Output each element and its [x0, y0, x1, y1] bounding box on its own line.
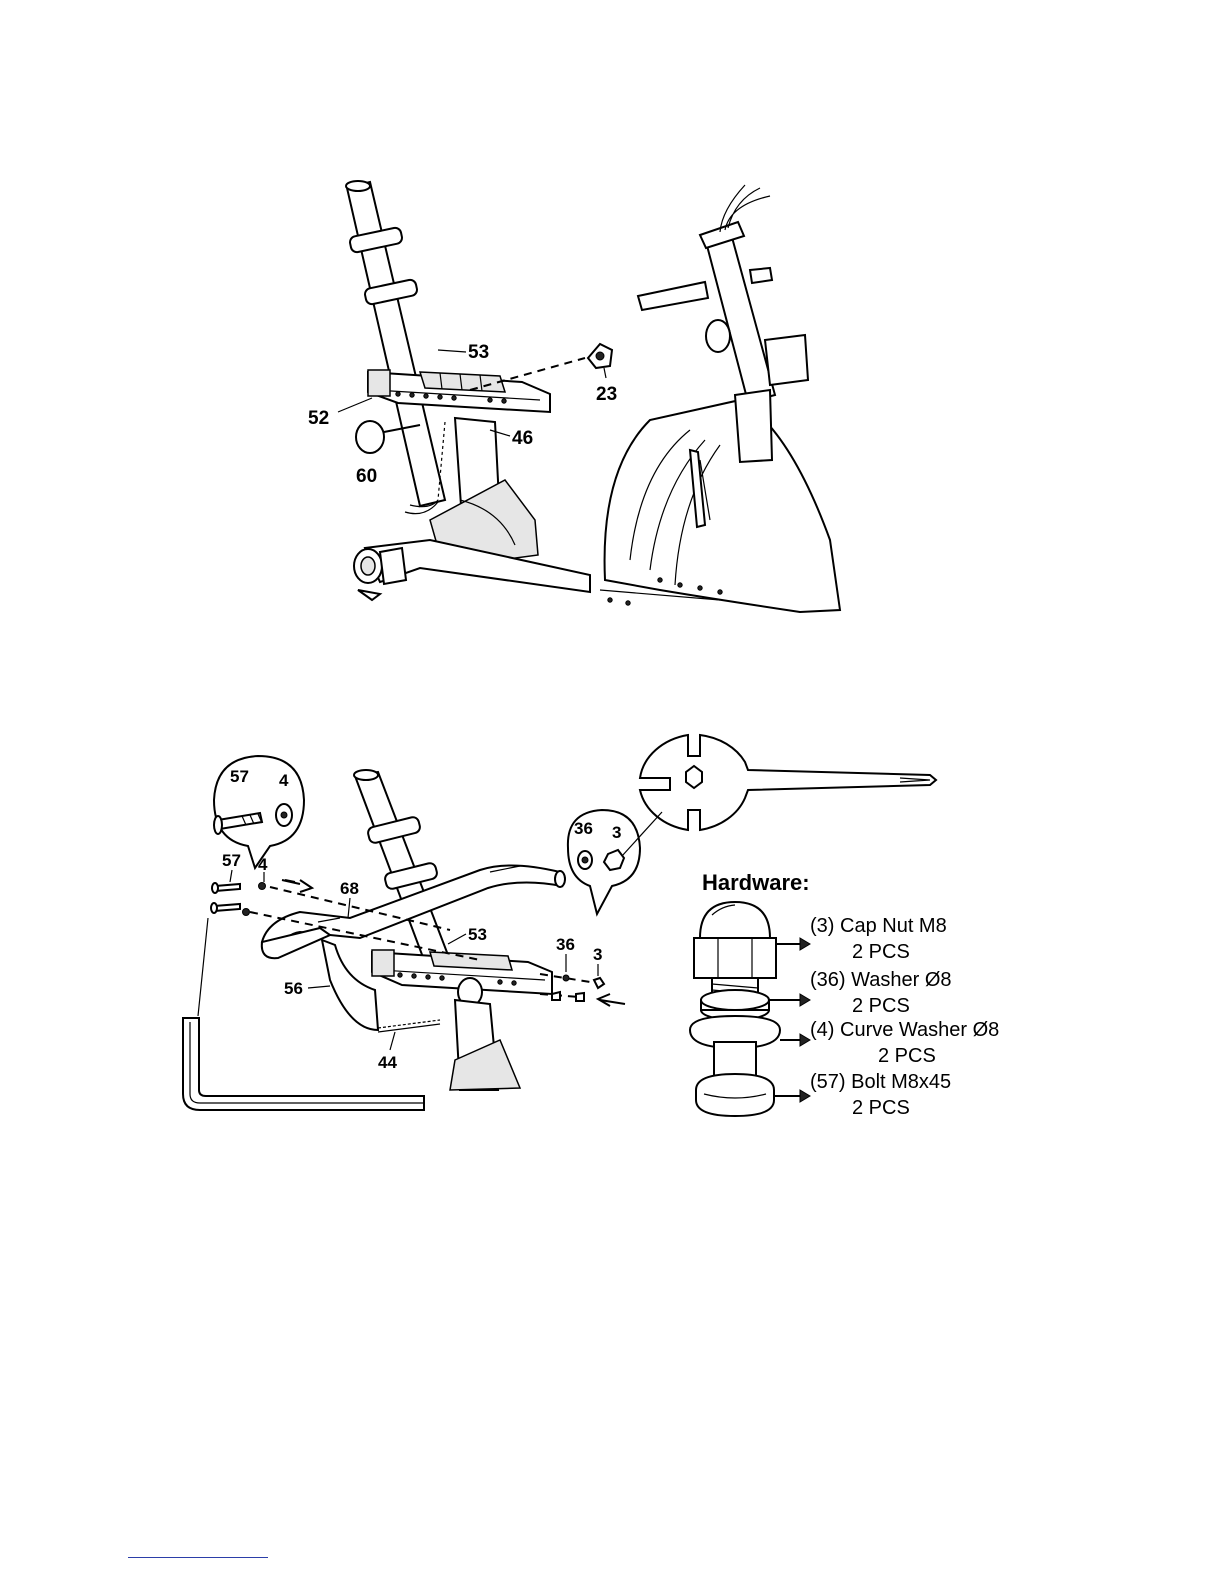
figure-1-seat-post-assembly: 53 23 52 46 60 — [308, 181, 840, 612]
handlebar-stem — [705, 230, 775, 402]
handlebar-crossbar — [638, 282, 708, 310]
hardware-item-qty: 2 PCS — [852, 1097, 910, 1119]
callout-label: 68 — [340, 879, 359, 898]
footer-rule — [128, 1557, 268, 1558]
hardware-item-name: (4) Curve Washer Ø8 — [810, 1019, 999, 1041]
hardware-title: Hardware: — [702, 870, 810, 895]
arrow-icon — [300, 880, 312, 892]
hardware-item-qty: 2 PCS — [852, 941, 910, 963]
callout-label: 3 — [612, 823, 621, 842]
bolt-57-exploded — [211, 883, 266, 916]
hardware-stack-illustration — [690, 902, 780, 1116]
washer-36 — [563, 975, 569, 981]
adjustment-knob-23 — [588, 344, 612, 368]
callout-label: 57 — [222, 851, 241, 870]
callout-label: 60 — [356, 466, 377, 487]
callout-label: 36 — [574, 819, 593, 838]
spring-44 — [378, 1020, 440, 1028]
stem-bracket — [765, 335, 808, 385]
callout-label: 44 — [378, 1053, 397, 1072]
hardware-item-name: (3) Cap Nut M8 — [810, 915, 947, 937]
hardware-panel: Hardware: — [690, 870, 999, 1119]
zoom-bubble-washer-capnut: 36 3 — [568, 810, 640, 914]
callout-label: 53 — [468, 342, 489, 363]
stem-collar — [735, 390, 772, 462]
callout-label: 53 — [468, 925, 487, 944]
handlebar-bracket-56 — [322, 940, 378, 1030]
callout-label: 56 — [284, 979, 303, 998]
multi-tool-wrench-icon — [640, 735, 936, 830]
callout-label: 4 — [279, 771, 289, 790]
callout-label: 46 — [512, 428, 533, 449]
hardware-item-qty: 2 PCS — [852, 995, 910, 1017]
hardware-item-name: (57) Bolt M8x45 — [810, 1071, 951, 1093]
cap-nut-3 — [594, 978, 604, 988]
hardware-item-qty: 2 PCS — [878, 1045, 936, 1067]
flywheel-cover — [605, 400, 840, 612]
callout-label: 4 — [258, 855, 268, 874]
callout-label: 23 — [596, 384, 617, 405]
callout-label: 36 — [556, 935, 575, 954]
callout-label: 3 — [593, 945, 602, 964]
callout-label: 52 — [308, 408, 329, 429]
callout-label: 57 — [230, 767, 249, 786]
hardware-item-name: (36) Washer Ø8 — [810, 969, 952, 991]
stem-adjust-knob — [706, 320, 730, 352]
seat-mount-plate — [420, 372, 505, 392]
